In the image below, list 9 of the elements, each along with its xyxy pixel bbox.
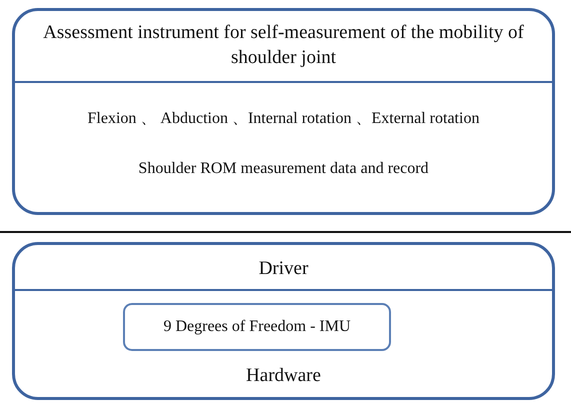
layer-label: Hardware: [245, 364, 322, 388]
description-text: Shoulder ROM measurement data and record: [137, 159, 430, 179]
heading: Assessment instrument for self-measurement of the mobility of shoulder joint: [42, 21, 525, 70]
layer-label: Driver: [258, 257, 310, 281]
device-box: [123, 303, 391, 351]
layer-panel: [12, 8, 555, 215]
device-label: 9 Degrees of Freedom - IMU: [163, 318, 351, 336]
movement-list: Flexion 、 Abduction 、Internal rotation 、External rotation: [15, 109, 552, 130]
layer-panel: [12, 242, 555, 400]
